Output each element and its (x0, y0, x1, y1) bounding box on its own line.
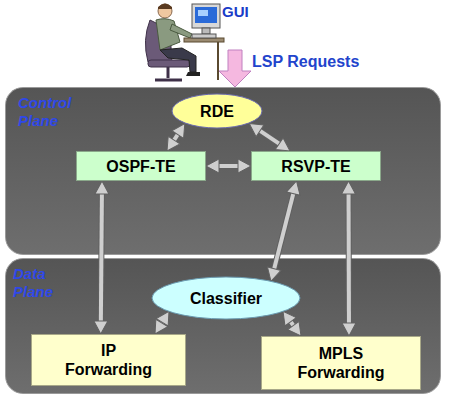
process-box: OSPF-TE (76, 151, 206, 181)
double-arrow (271, 181, 297, 281)
data-plane-band: Data PlaneClassifier IP Forwarding MPLS Fo… (5, 258, 441, 394)
chair-post (167, 67, 170, 78)
arrow-shaft (160, 320, 164, 326)
arrow-shaft (347, 191, 351, 326)
arrow-heads (167, 124, 185, 151)
head (158, 4, 172, 18)
screen-window (198, 10, 208, 16)
node-label: RSVP-TE (281, 157, 350, 176)
arrow-shaft (346, 191, 352, 326)
double-arrow (101, 181, 102, 334)
node-label: Classifier (190, 289, 262, 308)
arrow-heads (283, 311, 301, 336)
double-arrow (283, 311, 301, 336)
plane-heading: Control Plane (18, 94, 80, 130)
rde-ellipse: RDE (171, 93, 263, 129)
desk (184, 38, 224, 42)
arrow-heads (101, 181, 102, 334)
arrow-shaft (289, 319, 295, 328)
monitor-screen (195, 7, 217, 23)
hair (158, 4, 172, 10)
arrow-shaft (258, 129, 282, 145)
forwarding-box: MPLS Forwarding (261, 336, 421, 390)
arrow-shaft (101, 191, 102, 324)
chair-seat (148, 60, 190, 67)
keyboard (192, 34, 216, 38)
arrow-shaft (172, 132, 179, 143)
double-arrow (348, 181, 350, 336)
arrow-heads (206, 166, 251, 167)
classifier-ellipse: Classifier (151, 276, 301, 320)
monitor (192, 4, 220, 28)
process-box: RSVP-TE (251, 151, 381, 181)
arrow-shaft (258, 129, 282, 145)
arrow-shaft (289, 319, 295, 328)
arrow-shaft (101, 191, 102, 324)
arrow-heads (155, 311, 169, 334)
arrow-shaft (216, 163, 241, 169)
legs (160, 48, 196, 72)
arrow-shaft (216, 164, 241, 168)
arrow-heads (249, 124, 290, 151)
double-arrow (155, 311, 169, 334)
gui-label: GUI (222, 3, 249, 20)
double-arrow (249, 124, 290, 151)
forwarding-box: IP Forwarding (31, 334, 186, 386)
request-arrow (219, 50, 251, 87)
arrow-heads (271, 181, 297, 281)
control-plane-band: Control Plane RDE OSPF-TE RSVP-TE (5, 87, 441, 255)
double-arrow (167, 124, 185, 151)
ellipse-shape (152, 277, 300, 319)
torso (156, 19, 180, 50)
node-label: RDE (200, 102, 234, 121)
ellipse-shape (172, 94, 262, 128)
node-label: IP Forwarding (59, 341, 159, 379)
node-label: OSPF-TE (106, 157, 175, 176)
double-arrow (206, 166, 251, 167)
chair-base (155, 79, 182, 82)
plane-heading: Data Plane (13, 265, 75, 301)
arm (170, 24, 192, 38)
desk-leg (217, 42, 219, 80)
arrow-shaft (160, 320, 164, 326)
monitor-stand (202, 28, 210, 34)
arrow-shaft (172, 132, 179, 143)
shoe (186, 72, 200, 76)
arrow-heads (348, 181, 350, 336)
node-label: MPLS Forwarding (286, 344, 396, 382)
request-label: LSP Requests (252, 53, 359, 71)
